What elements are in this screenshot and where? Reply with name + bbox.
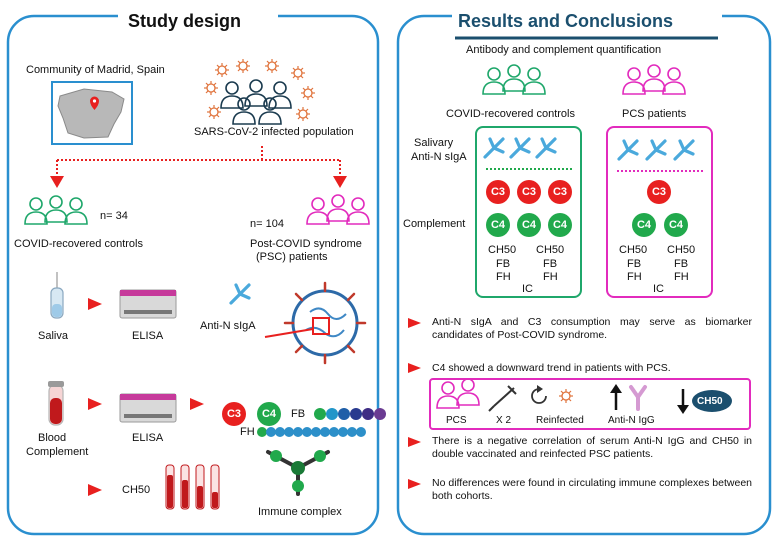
patients-count: n= 104 <box>250 218 284 230</box>
fh-bead-chain <box>257 427 366 437</box>
rp-pcs-label: PCS patients <box>622 108 687 120</box>
controls-ic: IC <box>522 283 533 295</box>
quantification-subtitle: Antibody and complement quantification <box>466 44 662 56</box>
saliva-label: Saliva <box>38 330 68 342</box>
conclusion-3: There is a negative correlation of serum… <box>432 435 752 460</box>
population-label: SARS-CoV-2 infected population <box>194 126 354 138</box>
pcs-c3-1: C3 <box>647 180 671 204</box>
ch50-tubes-icon <box>165 464 220 510</box>
summary-x2-label: X 2 <box>496 415 512 426</box>
elisa-label-2: ELISA <box>132 432 164 444</box>
pcs-fh-2: FH <box>674 271 689 283</box>
pcs-fb-2: FB <box>674 258 689 270</box>
controls-c4-2: C4 <box>517 213 541 237</box>
controls-group-icon <box>24 195 88 225</box>
elisa-reader-icon-2 <box>119 393 177 423</box>
c3-badge: C3 <box>222 402 246 426</box>
controls-antibody-icons <box>483 137 557 159</box>
rp-controls-label: COVID-recovered controls <box>446 108 575 120</box>
controls-fh-2: FH <box>543 271 558 283</box>
conclusion-4: No differences were found in circulating… <box>432 477 752 502</box>
immune-complex-label: Immune complex <box>258 506 342 518</box>
elisa-label-1: ELISA <box>132 330 164 342</box>
controls-count: n= 34 <box>100 210 128 222</box>
conclusion-1: Anti-N sIgA and C3 consumption may serve… <box>432 316 752 341</box>
pcs-results-box <box>606 126 713 298</box>
fh-label: FH <box>240 426 255 438</box>
controls-fb-1: FB <box>496 258 511 270</box>
summary-strip <box>429 378 751 430</box>
right-title-bg <box>452 6 722 36</box>
elisa-to-complement-arrow <box>190 398 204 410</box>
pcs-antibody-icons <box>617 139 695 161</box>
fb-bead-chain <box>314 408 386 420</box>
controls-results-box <box>475 126 582 298</box>
spain-map <box>57 88 125 139</box>
controls-fb-2: FB <box>543 258 558 270</box>
fb-label: FB <box>291 408 306 420</box>
controls-fh-1: FH <box>496 271 511 283</box>
patients-label-line-2: (PSC) patients <box>256 251 328 263</box>
pcs-c4-2: C4 <box>664 213 688 237</box>
anti-n-siga-label: Anti-N sIgA <box>200 320 256 332</box>
pcs-ch50-1: CH50 <box>619 244 648 256</box>
controls-c3-3: C3 <box>548 180 572 204</box>
controls-ch50-1: CH50 <box>488 244 517 256</box>
summary-reinfected-label: Reinfected <box>536 415 584 426</box>
blood-arrow <box>88 398 102 410</box>
elisa-reader-icon-1 <box>119 289 177 319</box>
right-panel-title: Results and Conclusions <box>458 11 674 31</box>
pcs-ic: IC <box>653 283 664 295</box>
map-pin-icon <box>90 96 99 110</box>
antibody-icon <box>229 283 251 305</box>
pcs-c4-1: C4 <box>632 213 656 237</box>
pcs-fh-1: FH <box>627 271 642 283</box>
c4-badge: C4 <box>257 402 281 426</box>
location-label: Community of Madrid, Spain <box>26 64 165 76</box>
summary-pcs-icon <box>436 378 480 409</box>
rp-pcs-group-icon <box>622 64 686 95</box>
immune-complex-icon <box>266 450 330 496</box>
arrow-to-patients <box>333 176 347 188</box>
salivary-label-1: Salivary <box>414 137 454 149</box>
bullet-markers <box>408 318 421 489</box>
saliva-arrow <box>88 298 102 310</box>
controls-c4-3: C4 <box>548 213 572 237</box>
summary-anti-n-igg-label: Anti-N IgG <box>608 415 655 426</box>
salivary-label-2: Anti-N sIgA <box>411 151 467 163</box>
controls-c3-2: C3 <box>517 180 541 204</box>
complement-label: Complement <box>26 446 89 458</box>
anti-n-igg-icon <box>629 385 647 411</box>
pcs-fb-1: FB <box>627 258 642 270</box>
summary-ch50-badge: CH50 <box>697 396 723 407</box>
rp-controls-group-icon <box>482 64 546 95</box>
summary-pcs-label: PCS <box>446 415 467 426</box>
arrow-to-controls <box>50 176 64 188</box>
controls-c4-1: C4 <box>486 213 510 237</box>
left-panel-title: Study design <box>128 11 242 31</box>
patients-label-line-1: Post-COVID syndrome <box>250 238 362 250</box>
patients-group-icon <box>306 194 370 225</box>
complement-row-label: Complement <box>403 218 466 230</box>
pcs-ch50-2: CH50 <box>667 244 696 256</box>
conclusion-2: C4 showed a downward trend in patients w… <box>432 362 671 374</box>
reinfection-arrow-icon <box>531 388 547 404</box>
left-title-bg <box>118 6 278 36</box>
reinfection-virus-icon <box>558 388 574 404</box>
split-arrows <box>56 146 341 176</box>
controls-c3-1: C3 <box>486 180 510 204</box>
blood-label: Blood <box>38 432 67 444</box>
large-virus-icon <box>264 281 367 365</box>
controls-label: COVID-recovered controls <box>14 238 143 250</box>
blood-tube-icon <box>48 381 64 426</box>
controls-ch50-2: CH50 <box>536 244 565 256</box>
ch50-label: CH50 <box>122 484 151 496</box>
ch50-arrow <box>88 484 102 496</box>
ch50-badge-bg <box>692 390 732 412</box>
syringe-icon <box>488 385 517 412</box>
saliva-tube-icon <box>50 272 64 319</box>
infected-population-icon <box>220 79 292 125</box>
